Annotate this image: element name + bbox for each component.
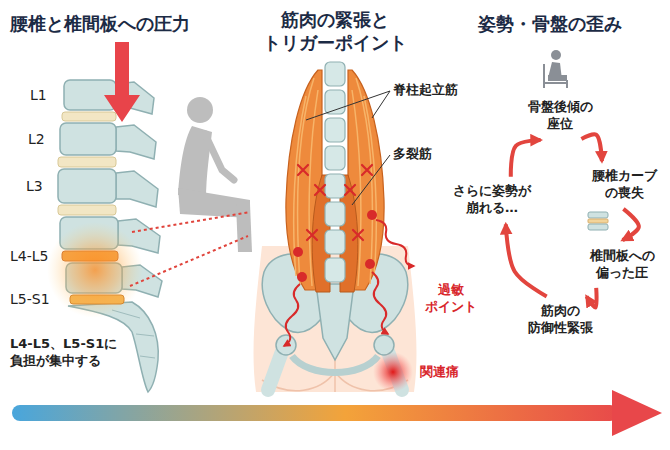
disc — [58, 205, 116, 215]
wavy-arrow — [284, 284, 300, 346]
vertebra-body — [60, 123, 116, 155]
icon-thigh — [548, 75, 567, 81]
skin-outline — [254, 246, 417, 392]
vertebra-body — [58, 169, 116, 203]
x-mark — [307, 230, 317, 240]
vertebra-label: L1 — [30, 86, 47, 104]
vertebra — [325, 258, 345, 282]
fibre — [294, 96, 306, 276]
trigger-label: 過敏 ポイント — [422, 282, 481, 316]
sacrum-line — [140, 356, 155, 358]
wavy-arrow — [372, 272, 388, 334]
step-text: 腰椎カーブ の喪失 — [588, 168, 660, 202]
cycle-step: 骨盤後傾の 座位 — [522, 95, 598, 137]
tension-marks — [298, 165, 372, 240]
x-mark — [345, 185, 355, 195]
pain-label: 関連痛 — [420, 364, 459, 381]
vertebra-process — [116, 125, 156, 159]
leader-line — [372, 91, 390, 118]
step-text: さらに姿勢が 崩れる… — [450, 183, 535, 217]
pain-arrows — [284, 220, 414, 346]
disc — [62, 112, 116, 121]
leader-line — [352, 155, 390, 205]
icon-head — [551, 50, 561, 60]
sacrum-back — [316, 284, 354, 360]
x-mark — [298, 165, 308, 175]
pressure-glow — [47, 222, 143, 318]
step-text: 骨盤後傾の 座位 — [524, 99, 596, 133]
icon-vertebra — [588, 224, 608, 230]
icon-vertebra — [588, 212, 608, 218]
icon-chair — [544, 64, 567, 88]
trigger-dot — [297, 272, 307, 282]
vertebra — [325, 174, 345, 198]
vertebra — [325, 230, 345, 254]
vertebra-process — [116, 171, 158, 207]
vertebra — [325, 62, 345, 86]
step-text: 椎間板への 偏った圧 — [586, 248, 658, 282]
step-text: 筋肉の 防御性緊張 — [524, 303, 596, 337]
pressure-arrow — [104, 42, 140, 122]
cycle-arrow — [511, 140, 541, 177]
referred-pain-glow — [373, 352, 413, 392]
leader-lines — [306, 91, 390, 205]
dotted-line — [130, 236, 248, 286]
seated-figure — [178, 97, 252, 252]
vertebra-label: L4-L5 — [10, 247, 48, 265]
muscle-fibres — [294, 78, 377, 286]
cycle-step: さらに姿勢が 崩れる… — [448, 179, 537, 221]
x-mark — [315, 185, 325, 195]
vertebra-label: L3 — [26, 177, 43, 195]
icon-disc — [588, 219, 608, 223]
muscle-label: 多裂筋 — [393, 146, 432, 163]
dotted-guides — [130, 212, 250, 286]
muscle-label: 脊柱起立筋 — [393, 82, 458, 99]
callout-note: L4-L5、L5-S1に 負担が集中する — [8, 336, 129, 370]
vertebra — [325, 118, 345, 142]
vertebra-label: L2 — [28, 130, 45, 148]
sitting-icon — [544, 50, 567, 88]
progress-head — [612, 390, 662, 436]
wavy-arrow — [376, 220, 414, 266]
cycle-arrow — [623, 209, 639, 240]
panel-heading: 腰椎と椎間板への圧力 — [10, 12, 190, 35]
x-mark — [362, 165, 372, 175]
cycle-arrow — [506, 224, 547, 296]
spinal-column — [325, 62, 345, 282]
femoral-head — [374, 335, 394, 355]
cycle-arrow — [581, 134, 601, 161]
trigger-points — [293, 210, 377, 282]
disc — [58, 157, 116, 167]
vertebra — [325, 146, 345, 170]
trigger-dot — [367, 210, 377, 220]
cycle-step: 腰椎カーブ の喪失 — [586, 164, 662, 206]
figure-arm — [205, 134, 234, 180]
dotted-line — [132, 212, 250, 232]
sacrum-line — [136, 334, 154, 336]
trigger-dot — [293, 247, 303, 257]
cycle-step: 筋肉の 防御性緊張 — [522, 299, 598, 341]
panel-heading: 筋肉の緊張と トリガーポイント — [259, 8, 412, 55]
figure-head — [187, 97, 213, 123]
panel-heading: 姿勢・骨盤の歪み — [478, 12, 622, 35]
disc-icon — [588, 212, 608, 230]
cycle-step: 椎間板への 偏った圧 — [584, 244, 660, 286]
x-mark — [353, 230, 363, 240]
vertebra — [325, 202, 345, 226]
trigger-dot — [365, 259, 375, 269]
progress-bar — [12, 405, 618, 421]
vertebra-label: L5-S1 — [10, 290, 50, 308]
leader-line — [306, 91, 390, 120]
figure-leg — [236, 204, 252, 252]
multifidus — [312, 175, 358, 292]
erector-spinae — [286, 70, 384, 290]
cycle-arrow — [587, 288, 597, 308]
